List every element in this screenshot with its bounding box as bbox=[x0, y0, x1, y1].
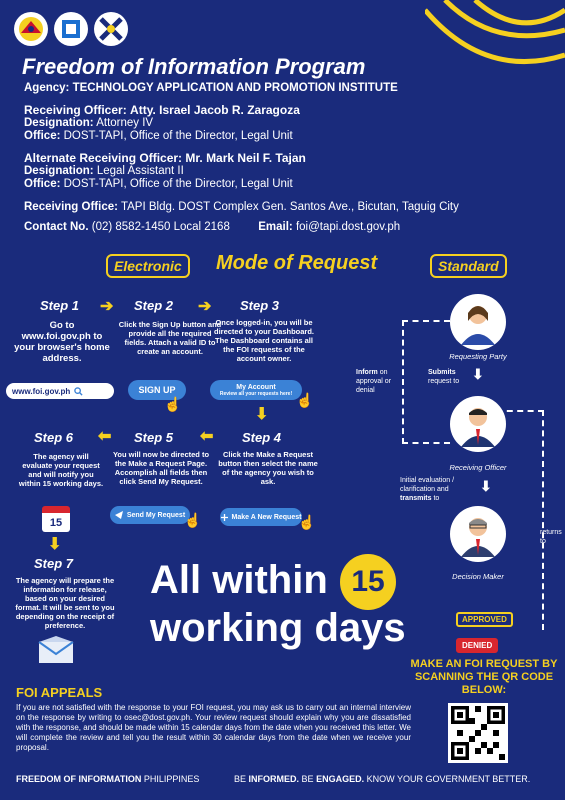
tapi-logo bbox=[94, 12, 128, 46]
receiving-officer-block: Receiving Officer: Atty. Israel Jacob R.… bbox=[24, 103, 300, 143]
foi-url-pill[interactable]: www.foi.gov.ph bbox=[6, 383, 114, 399]
arrow-left-icon: ⬅ bbox=[98, 428, 112, 445]
step-7-text: The agency will prepare the information … bbox=[15, 576, 115, 630]
arrow-right-icon: ➔ bbox=[198, 298, 212, 315]
send-icon bbox=[114, 511, 123, 519]
logo-row bbox=[14, 12, 128, 46]
contact-line: Contact No. (02) 8582-1450 Local 2168 Em… bbox=[24, 221, 401, 233]
step-1-text: Go to www.foi.gov.ph to your browser's h… bbox=[14, 320, 110, 364]
requesting-party-avatar bbox=[450, 294, 506, 350]
appeals-title: FOI APPEALS bbox=[16, 685, 103, 700]
working-days-text: working days bbox=[150, 606, 406, 650]
step-3-title: Step 3 bbox=[240, 298, 280, 313]
qr-title: MAKE AN FOI REQUEST BY SCANNING THE QR C… bbox=[410, 658, 558, 696]
pointer-hand-icon: ☝ bbox=[164, 396, 182, 412]
plus-icon bbox=[220, 513, 228, 521]
arrow-down-icon: ⬇ bbox=[472, 366, 484, 382]
sign-up-button[interactable]: SIGN UP bbox=[128, 380, 186, 400]
returns-loop-line bbox=[486, 410, 544, 630]
page-title: Freedom of Information Program bbox=[22, 54, 366, 79]
step-2-title: Step 2 bbox=[134, 298, 174, 313]
all-within-text: All within bbox=[150, 558, 328, 602]
step-3-text: Once logged-in, you will be directed to … bbox=[213, 318, 315, 363]
step-7-title: Step 7 bbox=[34, 556, 74, 571]
step-4-title: Step 4 bbox=[242, 430, 282, 445]
footer-tagline: BE INFORMED. BE ENGAGED. KNOW YOUR GOVER… bbox=[234, 774, 531, 784]
step-2-text: Click the Sign Up button and provide all… bbox=[118, 320, 222, 356]
search-icon bbox=[74, 386, 83, 396]
step-5-text: You will now be directed to the Make a R… bbox=[112, 450, 210, 486]
returns-text: returns to bbox=[540, 529, 562, 545]
ph-seal-logo bbox=[14, 12, 48, 46]
footer-left: FREEDOM OF INFORMATION PHILIPPINES bbox=[16, 774, 200, 784]
evaluation-text: Initial evaluation / clarification and t… bbox=[400, 477, 455, 502]
pointer-hand-icon: ☝ bbox=[296, 392, 314, 408]
arrow-right-icon: ➔ bbox=[100, 298, 114, 315]
arrow-left-icon: ⬅ bbox=[200, 428, 214, 445]
mode-of-request-title: Mode of Request bbox=[216, 252, 378, 274]
arrow-down-icon: ⬇ bbox=[255, 406, 269, 423]
step-4-text: Click the Make a Request button then sel… bbox=[218, 450, 318, 486]
send-my-request-button[interactable]: Send My Request bbox=[110, 506, 190, 524]
arrow-down-icon: ⬇ bbox=[48, 536, 62, 553]
pointer-hand-icon: ☝ bbox=[298, 514, 316, 530]
step-5-title: Step 5 bbox=[134, 430, 174, 445]
receiving-officer-avatar bbox=[450, 396, 506, 452]
inform-loop-line bbox=[402, 320, 450, 444]
approved-stamp: APPROVED bbox=[456, 612, 513, 627]
receiving-office-line: Receiving Office: TAPI Bldg. DOST Comple… bbox=[24, 201, 459, 213]
step-6-text: The agency will evaluate your request an… bbox=[18, 452, 104, 488]
alternate-officer-block: Alternate Receiving Officer: Mr. Mark Ne… bbox=[24, 151, 306, 191]
denied-stamp: DENIED bbox=[456, 638, 499, 653]
receiving-officer-label: Receiving Officer bbox=[449, 463, 507, 472]
decorative-lines bbox=[425, 0, 565, 64]
dost-logo bbox=[54, 12, 88, 46]
standard-tag: Standard bbox=[430, 254, 507, 278]
calendar-icon: 15 bbox=[42, 506, 70, 532]
my-account-button[interactable]: My Account Review all your requests here… bbox=[210, 380, 302, 400]
decision-maker-label: Decision Maker bbox=[452, 572, 504, 581]
envelope-icon bbox=[38, 636, 74, 669]
pointer-hand-icon: ☝ bbox=[184, 512, 202, 528]
arrow-down-icon: ⬇ bbox=[480, 478, 492, 494]
appeals-text: If you are not satisfied with the respon… bbox=[16, 703, 411, 752]
electronic-tag: Electronic bbox=[106, 254, 190, 278]
step-1-title: Step 1 bbox=[40, 298, 80, 313]
make-new-request-button[interactable]: Make A New Request bbox=[220, 508, 302, 526]
step-6-title: Step 6 bbox=[34, 430, 74, 445]
inform-text: Inform on approval or denial bbox=[356, 369, 392, 394]
fifteen-badge: 15 bbox=[340, 554, 396, 610]
decision-maker-avatar bbox=[450, 506, 506, 562]
email-link[interactable]: foi@tapi.dost.gov.ph bbox=[295, 221, 401, 233]
qr-code[interactable] bbox=[448, 703, 508, 763]
agency-line: Agency: TECHNOLOGY APPLICATION AND PROMO… bbox=[24, 82, 398, 94]
requesting-party-label: Requesting Party bbox=[449, 352, 507, 361]
